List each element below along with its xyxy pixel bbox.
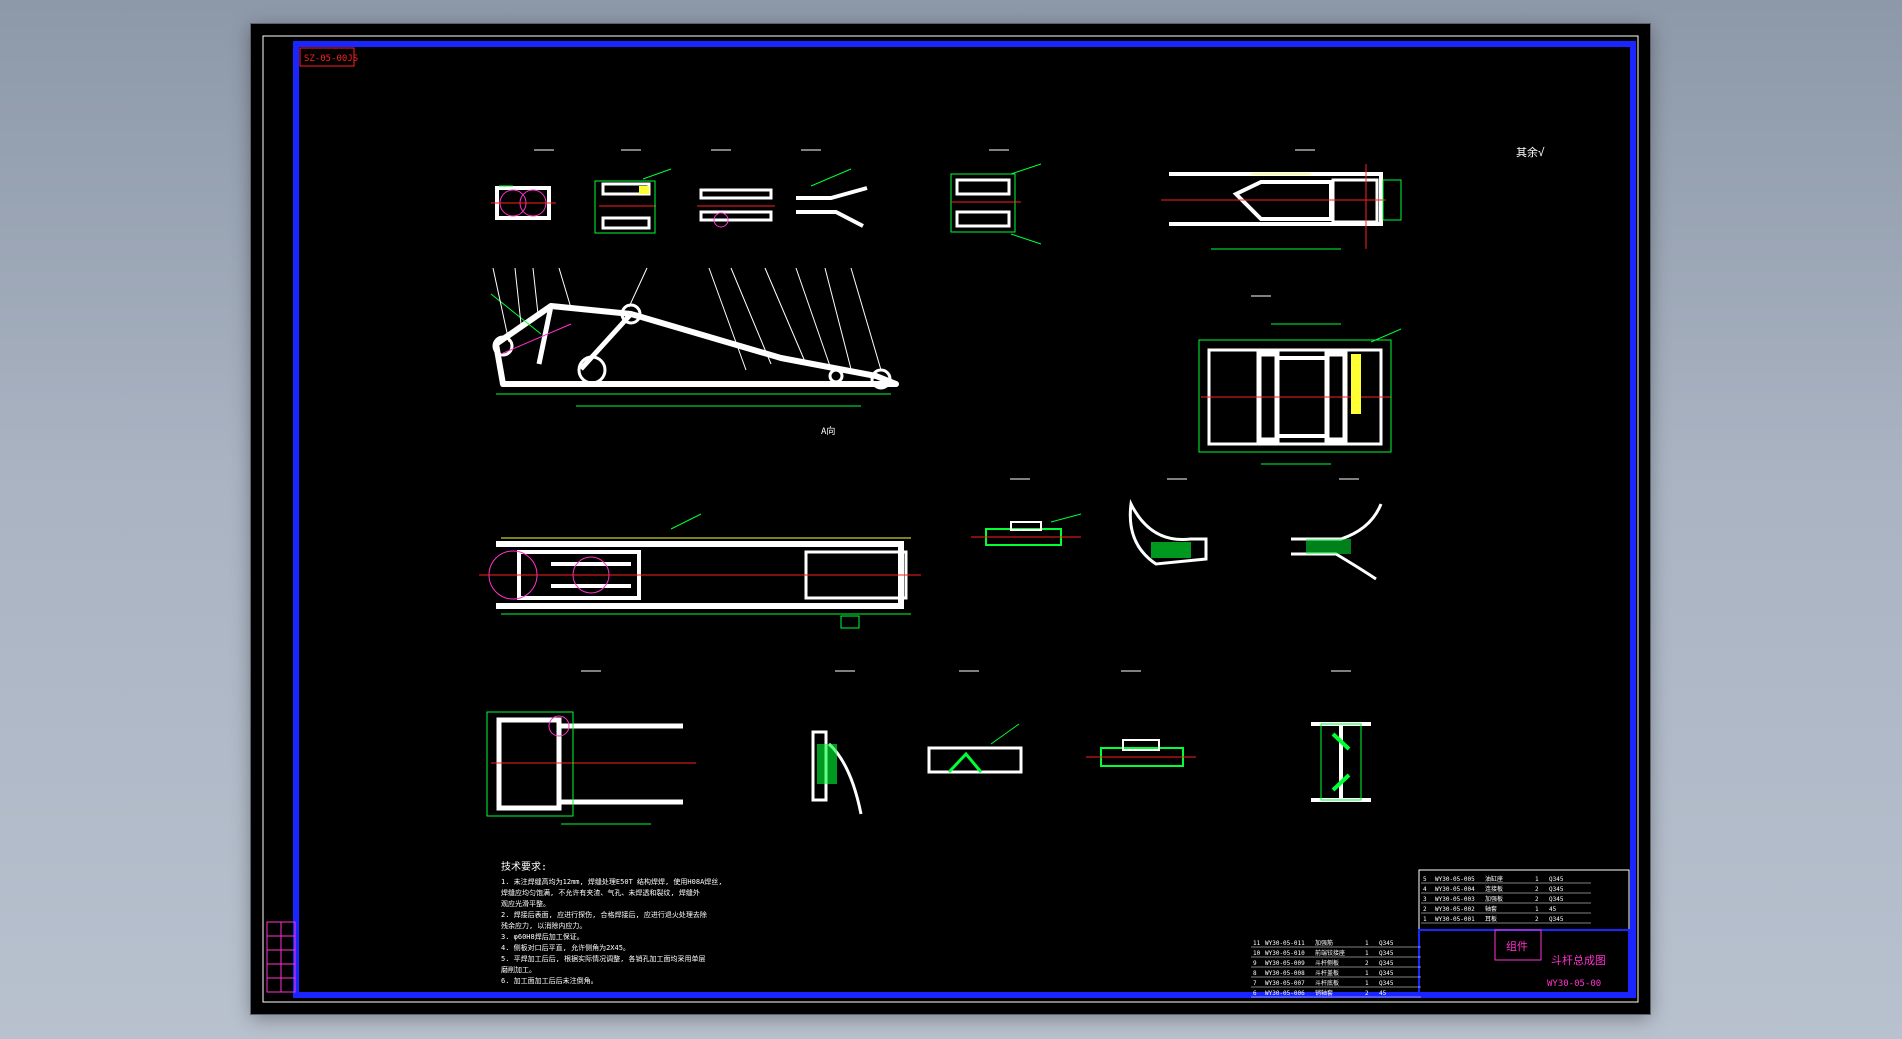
parts-cell-mat: Q345 (1379, 970, 1394, 977)
parts-cell-qty: 1 (1365, 950, 1369, 957)
section-B-B (486, 670, 696, 825)
svg-text:A向: A向 (821, 425, 835, 437)
parts-cell-no: 4 (1423, 886, 1427, 893)
parts-cell-name: 加强板 (1485, 895, 1503, 903)
parts-cell-code: WY30-05-002 (1435, 906, 1475, 913)
parts-cell-code: WY30-05-006 (1265, 990, 1305, 997)
tech-line: 焊缝应均匀饱满, 不允许有夹渣、气孔、未焊透和裂纹, 焊缝外 (501, 888, 700, 897)
parts-cell-no: 10 (1253, 950, 1261, 957)
parts-cell-mat: Q345 (1379, 960, 1394, 967)
parts-cell-name: 连接板 (1485, 885, 1503, 893)
weld-detail-VII (971, 478, 1082, 546)
parts-cell-code: WY30-05-004 (1435, 886, 1475, 893)
parts-cell-no: 5 (1423, 876, 1427, 883)
weld-detail-VIII (1128, 478, 1208, 566)
parts-cell-qty: 2 (1535, 916, 1539, 923)
parts-cell-no: 3 (1423, 896, 1427, 903)
parts-cell-mat: Q345 (1549, 916, 1564, 923)
parts-cell-name: 油缸座 (1485, 875, 1503, 883)
parts-cell-code: WY30-05-005 (1435, 876, 1475, 883)
section-C-C (1311, 670, 1371, 802)
tech-line: 观应光滑平整。 (501, 899, 550, 908)
code-stamp: SZ-05-00JS (304, 54, 358, 64)
parts-cell-no: 8 (1253, 970, 1257, 977)
drawing-border (293, 41, 1636, 998)
parts-cell-qty: 1 (1365, 940, 1369, 947)
parts-cell-name: 斗杆盖板 (1315, 969, 1339, 977)
parts-cell-name: 斗杆侧板 (1315, 959, 1339, 967)
parts-cell-no: 6 (1253, 990, 1257, 997)
parts-cell-name: 加强筋 (1315, 939, 1333, 947)
parts-cell-mat: Q345 (1379, 980, 1394, 987)
parts-cell-qty: 1 (1365, 970, 1369, 977)
parts-cell-name: 销轴套 (1315, 989, 1333, 997)
roughness-note: 其余√ (1516, 145, 1545, 159)
weld-detail-IV (811, 670, 863, 815)
parts-cell-qty: 2 (1535, 896, 1539, 903)
parts-cell-mat: Q345 (1549, 886, 1564, 893)
view-A-top (1161, 149, 1402, 250)
main-elevation-view: A向 (490, 267, 899, 437)
parts-cell-no: 2 (1423, 906, 1427, 913)
revision-block (266, 921, 296, 993)
weld-detail-X (927, 670, 1023, 774)
parts-cell-qty: 2 (1365, 990, 1369, 997)
tech-line: 磨削加工。 (501, 965, 536, 974)
parts-cell-qty: 1 (1535, 906, 1539, 913)
parts-cell-no: 11 (1253, 940, 1261, 947)
detail-view-I (491, 149, 556, 220)
parts-cell-code: WY30-05-010 (1265, 950, 1305, 957)
parts-cell-code: WY30-05-011 (1265, 940, 1305, 947)
detail-view-III (697, 149, 775, 228)
tech-line: 2. 焊接后表面, 应进行探伤, 合格焊接后, 应进行退火处理去除 (501, 910, 707, 919)
title-name: 斗杆总成图 (1551, 953, 1606, 967)
section-A-A (1198, 295, 1402, 465)
parts-cell-mat: Q345 (1549, 876, 1564, 883)
parts-cell-mat: 45 (1379, 990, 1387, 997)
tech-line: 残余应力, 以消除内应力。 (501, 921, 586, 930)
cad-drawing-viewport[interactable]: SZ-05-00JS 其余√ (251, 24, 1650, 1014)
parts-cell-qty: 2 (1365, 960, 1369, 967)
plan-view (479, 513, 921, 629)
tech-requirements: 技术要求: 1. 未注焊缝高均为12mm, 焊缝处理E50T 结构焊焊, 使用H… (501, 860, 723, 985)
tech-title: 技术要求: (501, 860, 547, 873)
detail-view-V (796, 149, 868, 228)
parts-cell-name: 轴套 (1485, 905, 1497, 913)
weld-detail-XI (1086, 670, 1196, 767)
parts-cell-no: 9 (1253, 960, 1257, 967)
outer-frame (262, 35, 1639, 1003)
tech-line: 6. 加工面加工后后未注倒角。 (501, 976, 598, 985)
code-stamp-box (299, 47, 355, 67)
tech-line: 1. 未注焊缝高均为12mm, 焊缝处理E50T 结构焊焊, 使用H08A焊丝, (501, 877, 723, 886)
parts-cell-code: WY30-05-008 (1265, 970, 1305, 977)
tech-line: 5. 平焊加工后后, 根据实际情况调整, 各销孔加工面均采用单层 (501, 954, 706, 963)
parts-cell-mat: 45 (1549, 906, 1557, 913)
parts-cell-qty: 1 (1365, 980, 1369, 987)
tech-line: 4. 侧板对口后平直, 允许侧角为2X45。 (501, 943, 630, 952)
parts-cell-no: 7 (1253, 980, 1257, 987)
parts-cell-mat: Q345 (1379, 950, 1394, 957)
parts-cell-code: WY30-05-003 (1435, 896, 1475, 903)
title-drawing-number: WY30-05-00 (1547, 979, 1601, 989)
parts-cell-name: 前端铰接座 (1315, 949, 1345, 957)
parts-cell-mat: Q345 (1379, 940, 1394, 947)
cad-canvas[interactable]: SZ-05-00JS 其余√ (251, 24, 1650, 1014)
detail-view-II (594, 149, 672, 234)
parts-cell-code: WY30-05-009 (1265, 960, 1305, 967)
parts-cell-code: WY30-05-007 (1265, 980, 1305, 987)
parts-cell-qty: 2 (1535, 886, 1539, 893)
parts-cell-code: WY30-05-001 (1435, 916, 1475, 923)
parts-cell-name: 斗杆底板 (1315, 979, 1339, 987)
parts-cell-name: 耳板 (1485, 915, 1497, 923)
detail-view-B (950, 149, 1042, 245)
parts-cell-mat: Q345 (1549, 896, 1564, 903)
title-company: 组件 (1506, 939, 1528, 953)
parts-cell-no: 1 (1423, 916, 1427, 923)
parts-cell-qty: 1 (1535, 876, 1539, 883)
tech-line: 3. φ60H8焊后加工保证。 (501, 932, 584, 941)
weld-detail-IX (1291, 478, 1383, 581)
